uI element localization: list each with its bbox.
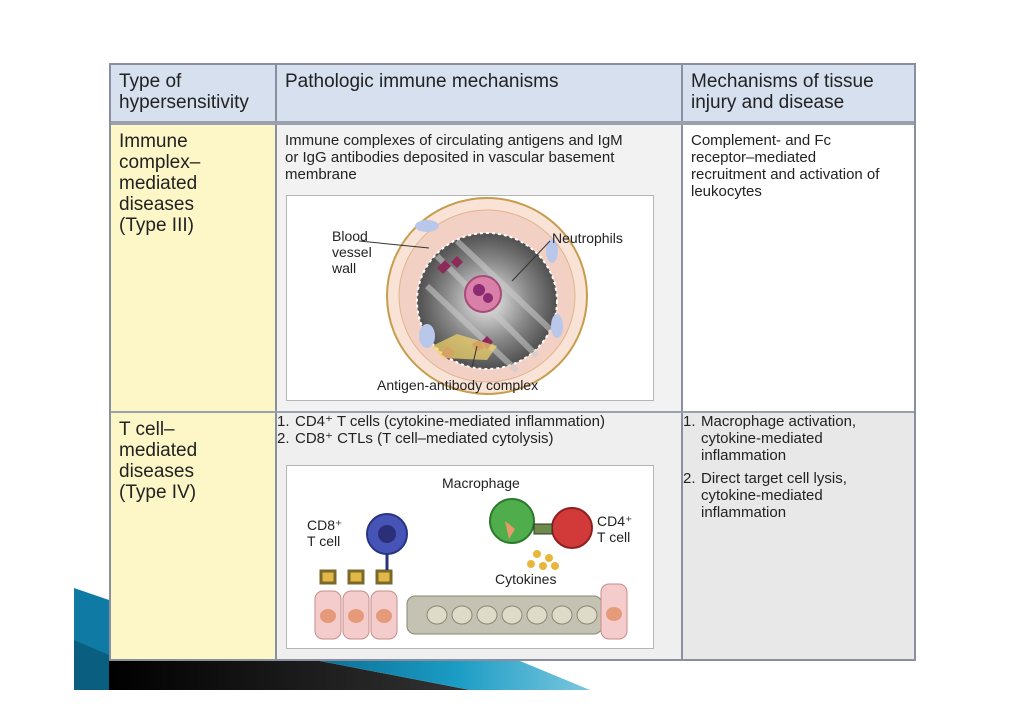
header-divider [111, 121, 914, 125]
header-injury: Mechanisms of tissue injury and disease [683, 65, 914, 121]
type-iv-injury-cell: 1.Macrophage activation, cytokine-mediat… [683, 413, 914, 659]
list-item: 1.Macrophage activation, cytokine-mediat… [683, 413, 857, 464]
cd4-label: CD4⁺T cell [597, 513, 632, 545]
type-iii-mechanism-cell: Immune complexes of circulating antigens… [277, 125, 683, 411]
hypersensitivity-table: Type of hypersensitivity Pathologic immu… [109, 63, 916, 661]
t-cell-illustration: Macrophage CD8⁺T cell CD4⁺T cell Cytokin… [307, 475, 632, 640]
list-item: 2.Direct target cell lysis, cytokine-med… [683, 470, 847, 521]
row-divider [111, 409, 914, 413]
header-type: Type of hypersensitivity [111, 65, 277, 121]
type-iii-label: Immune complex–mediated diseases (Type I… [111, 125, 277, 411]
type-iii-mechanism-text: Immune complexes of circulating antigens… [285, 132, 623, 183]
type-iii-injury-text: Complement- and Fc receptor–mediated rec… [691, 132, 880, 200]
header-mechanisms: Pathologic immune mechanisms [277, 65, 683, 121]
type-iv-text: T cell–mediated diseases (Type IV) [119, 419, 198, 503]
cytokines-label: Cytokines [495, 571, 556, 587]
type-iii-text: Immune complex–mediated diseases (Type I… [119, 131, 201, 236]
type-iv-label: T cell–mediated diseases (Type IV) [111, 413, 277, 659]
complex-label: Antigen-antibody complex [377, 377, 538, 393]
type-iv-mechanism-cell: 1.CD4⁺ T cells (cytokine-mediated inflam… [277, 413, 683, 659]
type-iv-injury-list: 1.Macrophage activation, cytokine-mediat… [683, 413, 898, 521]
cd8-label: CD8⁺T cell [307, 517, 342, 549]
macrophage-cell [489, 498, 535, 544]
neutrophils-label: Neutrophils [552, 230, 623, 246]
list-item: 1.CD4⁺ T cells (cytokine-mediated inflam… [277, 413, 605, 430]
list-item: 2.CD8⁺ CTLs (T cell–mediated cytolysis) [277, 430, 554, 447]
type-iv-mechanism-list: 1.CD4⁺ T cells (cytokine-mediated inflam… [277, 413, 681, 447]
t-cell-figure: Macrophage CD8⁺T cell CD4⁺T cell Cytokin… [286, 465, 654, 649]
cd4-t-cell [551, 507, 593, 549]
macrophage-label: Macrophage [442, 475, 520, 491]
type-iii-injury-cell: Complement- and Fc receptor–mediated rec… [683, 125, 914, 411]
